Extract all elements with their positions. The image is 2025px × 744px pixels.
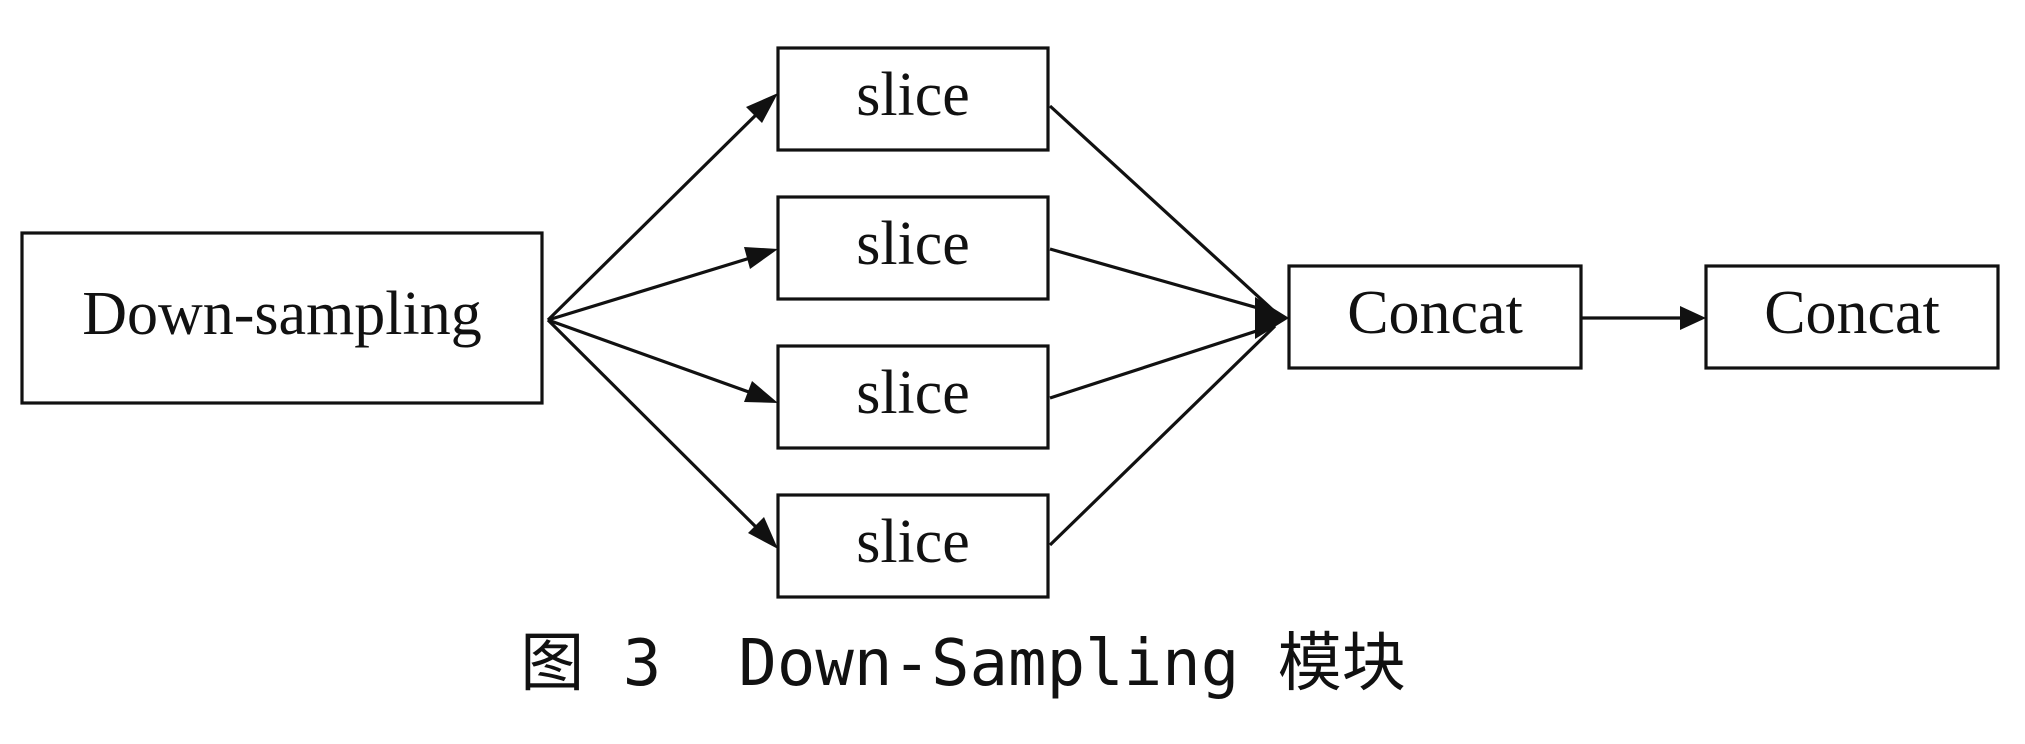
node-slice-3: slice [776, 344, 1050, 450]
node-concat-1: Concat [1287, 264, 1583, 370]
arrow-head-icon [744, 381, 778, 403]
node-label: Down-sampling [82, 280, 482, 348]
node-label: Concat [1764, 279, 1940, 347]
node-label: slice [856, 210, 970, 278]
node-box [1287, 264, 1583, 370]
node-box [776, 195, 1050, 301]
node-slice-2: slice [776, 195, 1050, 301]
edge-downsampling-to-slice-2 [547, 253, 761, 322]
edge-slice-4-to-concat [1048, 324, 1277, 547]
node-box [776, 46, 1050, 152]
edge-downsampling-to-slice-3 [547, 318, 761, 398]
arrow-head-icon [748, 517, 778, 549]
arrow-head-icon [1680, 306, 1706, 330]
edge-downsampling-to-slice-1 [546, 104, 767, 322]
node-label: slice [856, 61, 970, 129]
node-concat-2: Concat [1704, 264, 2000, 370]
node-box [20, 231, 544, 405]
arrow-head-icon [1255, 297, 1289, 339]
node-box [776, 344, 1050, 450]
node-label: slice [856, 359, 970, 427]
edge-downsampling-to-slice-4 [546, 318, 767, 538]
arrow-head-icon [744, 247, 778, 269]
node-downsampling: Down-sampling [20, 231, 544, 405]
node-slice-4: slice [776, 493, 1050, 599]
arrow-head-icon [746, 93, 778, 123]
edges [546, 93, 1706, 549]
node-box [1704, 264, 2000, 370]
figure-caption: 图 3 Down-Sampling 模块 [520, 627, 1406, 701]
edge-slice-2-to-concat [1049, 247, 1273, 314]
node-label: slice [856, 508, 970, 576]
edge-slice-1-to-concat [1048, 104, 1277, 314]
node-box [776, 493, 1050, 599]
edge-slice-3-to-concat [1049, 324, 1273, 400]
node-slice-1: slice [776, 46, 1050, 152]
node-label: Concat [1347, 279, 1523, 347]
